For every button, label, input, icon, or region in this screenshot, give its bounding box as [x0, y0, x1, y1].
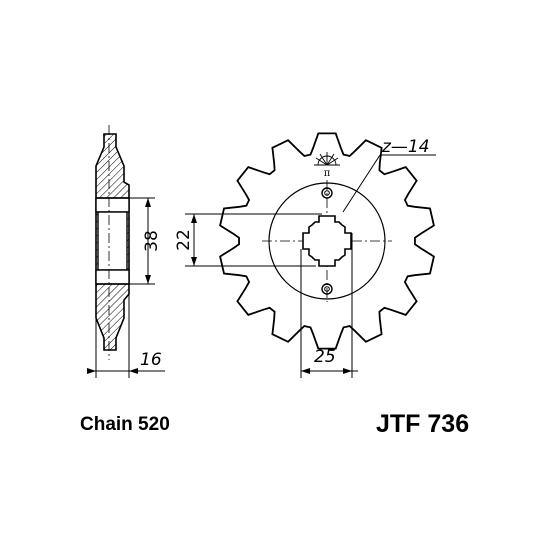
teeth-count-label: z—14 [381, 137, 430, 157]
arrowhead [191, 214, 197, 223]
dim-22-label: 22 [174, 229, 194, 251]
arrowhead [145, 275, 151, 284]
pi-mark: π [324, 168, 331, 179]
arrowhead [301, 368, 310, 374]
arrowhead [129, 368, 138, 374]
arrowhead [145, 198, 151, 207]
teeth-leader-line [342, 154, 381, 213]
arrowhead [87, 368, 96, 374]
spline-bore [302, 215, 352, 267]
bolt-hole-top [321, 187, 333, 199]
bolt-hole-bottom-inner [324, 286, 330, 292]
arrowhead [343, 368, 352, 374]
sun-mark-icon [314, 152, 340, 166]
sprocket-outline [219, 132, 435, 350]
side-profile-hub-lower [95, 269, 130, 285]
side-profile-bore [97, 211, 128, 271]
dim-25-label: 25 [314, 347, 336, 367]
side-profile-hub-upper [95, 197, 130, 213]
chain-size-label: Chain 520 [80, 414, 170, 435]
front-view: π z—14 22 25 [174, 132, 436, 378]
part-number-label: JTF 736 [376, 410, 470, 438]
dim-16-label: 16 [140, 350, 162, 370]
dim-38-label: 38 [142, 230, 162, 252]
arrowhead [191, 257, 197, 266]
side-view: 38 16 [87, 125, 165, 378]
bolt-hole-bottom [321, 283, 333, 295]
bolt-hole-top-inner [324, 190, 330, 196]
